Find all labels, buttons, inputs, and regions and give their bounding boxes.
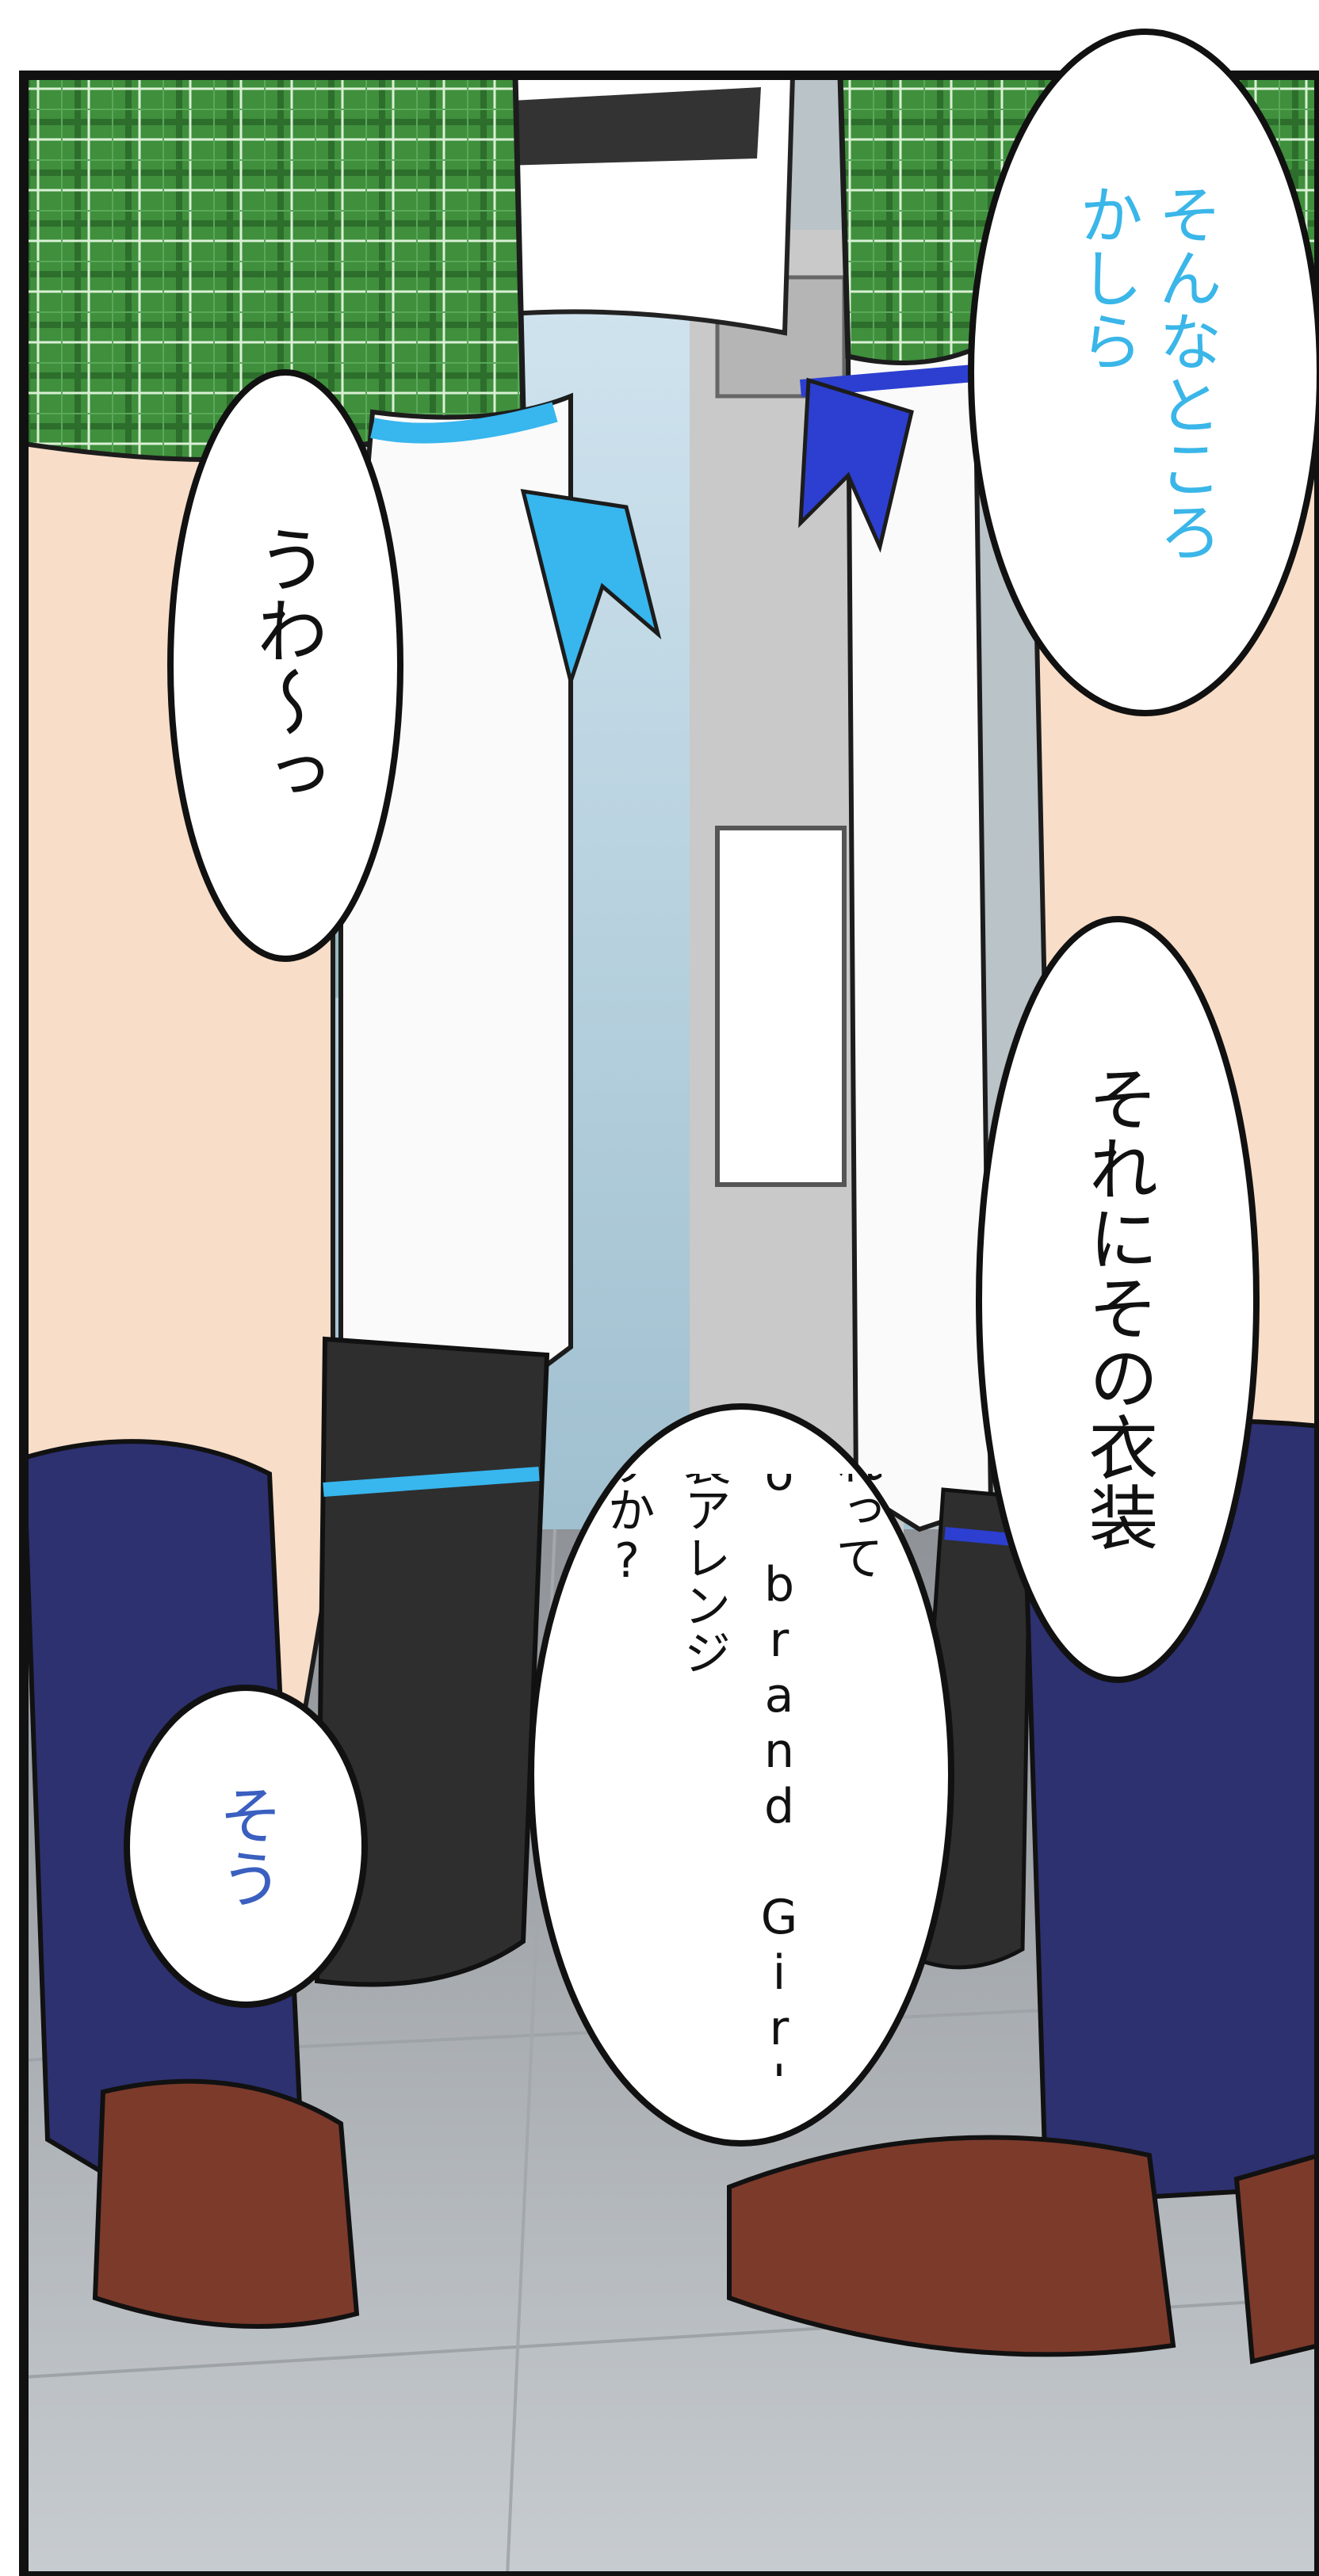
speech-bubble-3-text: それにその衣装 — [1077, 1063, 1159, 1551]
speech-bubble-2-text: うわ〜っ — [244, 523, 327, 808]
speech-bubble-1: そんなところ かしら — [991, 87, 1300, 658]
speech-bubble-1-shape — [968, 29, 1319, 716]
speech-bubble-5-shape — [124, 1685, 368, 2008]
speech-bubble-3: それにその衣装 — [1030, 983, 1205, 1632]
speech-bubble-2: うわ〜っ — [202, 444, 369, 887]
speech-bubble-4-shape — [528, 1403, 954, 2147]
speech-bubble-4: それって no brand Girlの 衣装アレンジ ですか? — [563, 1474, 919, 2076]
speech-bubble-5: そう — [166, 1743, 325, 1949]
speech-bubble-4-text: それって no brand Girlの 衣装アレンジ ですか? — [599, 1474, 883, 2076]
speech-bubble-3-shape — [976, 916, 1260, 1683]
speech-bubble-2-shape — [167, 369, 403, 962]
speech-bubble-5-text: そう — [209, 1783, 283, 1910]
speech-bubble-1-text: そんなところ かしら — [1069, 182, 1222, 563]
